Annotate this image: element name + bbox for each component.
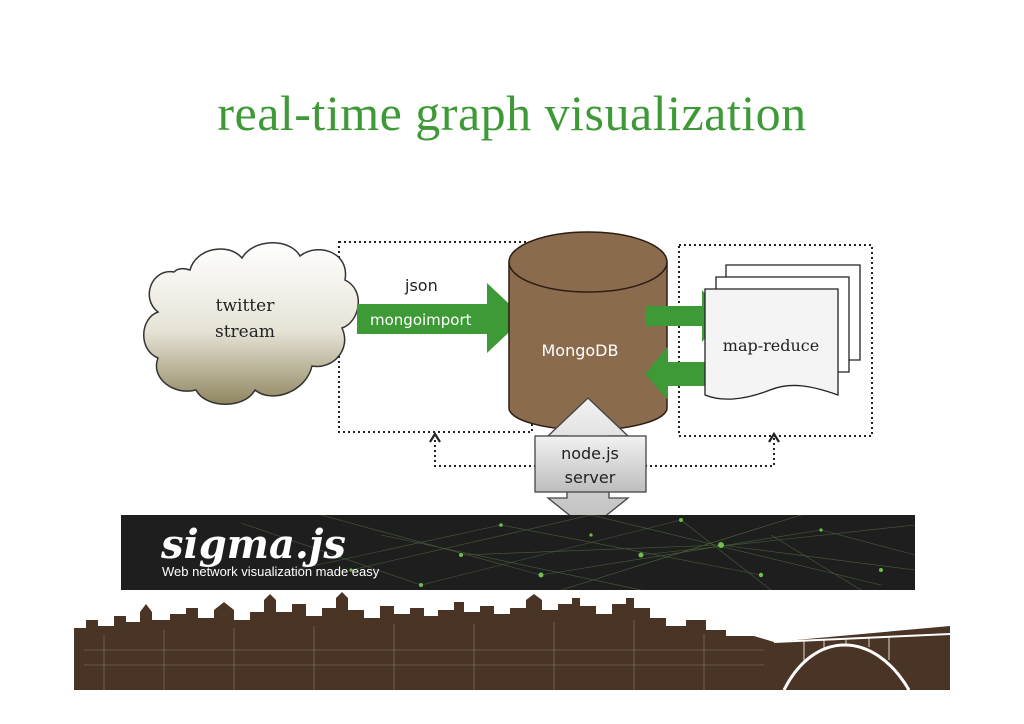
twitter-stream-cloud: twitter stream [143, 242, 360, 405]
nodejs-label-line2: server [565, 468, 616, 487]
mapreduce-documents: map-reduce [704, 264, 861, 400]
architecture-diagram: twitter stream json mongoimport MongoDB … [143, 231, 873, 531]
city-skyline-image [74, 592, 950, 690]
page-title: real-time graph visualization [217, 85, 807, 141]
feedback-connectors [434, 438, 775, 467]
mongoimport-arrow: mongoimport [357, 283, 524, 353]
nodejs-server: node.js server [534, 397, 647, 531]
mongodb-cylinder: MongoDB [508, 231, 668, 431]
from-mapreduce-arrow [645, 346, 723, 400]
to-mapreduce-arrow [645, 290, 724, 342]
mapreduce-label: map-reduce [723, 336, 819, 355]
json-label: json [404, 276, 438, 295]
sigmajs-tagline: Web network visualization made easy [162, 564, 380, 579]
right-caret-icon [768, 431, 780, 443]
nodejs-label-line1: node.js [561, 444, 619, 463]
twitter-label-line1: twitter [216, 296, 276, 316]
left-caret-icon [429, 431, 441, 443]
sigmajs-logo: sigma.js [161, 521, 346, 568]
twitter-label-line2: stream [215, 322, 275, 342]
mongodb-label: MongoDB [542, 341, 619, 360]
mongoimport-label: mongoimport [370, 311, 472, 329]
network-graph-background [240, 515, 915, 590]
bridge-arch [782, 643, 911, 690]
sigmajs-banner: sigma.js Web network visualization made … [121, 515, 915, 590]
